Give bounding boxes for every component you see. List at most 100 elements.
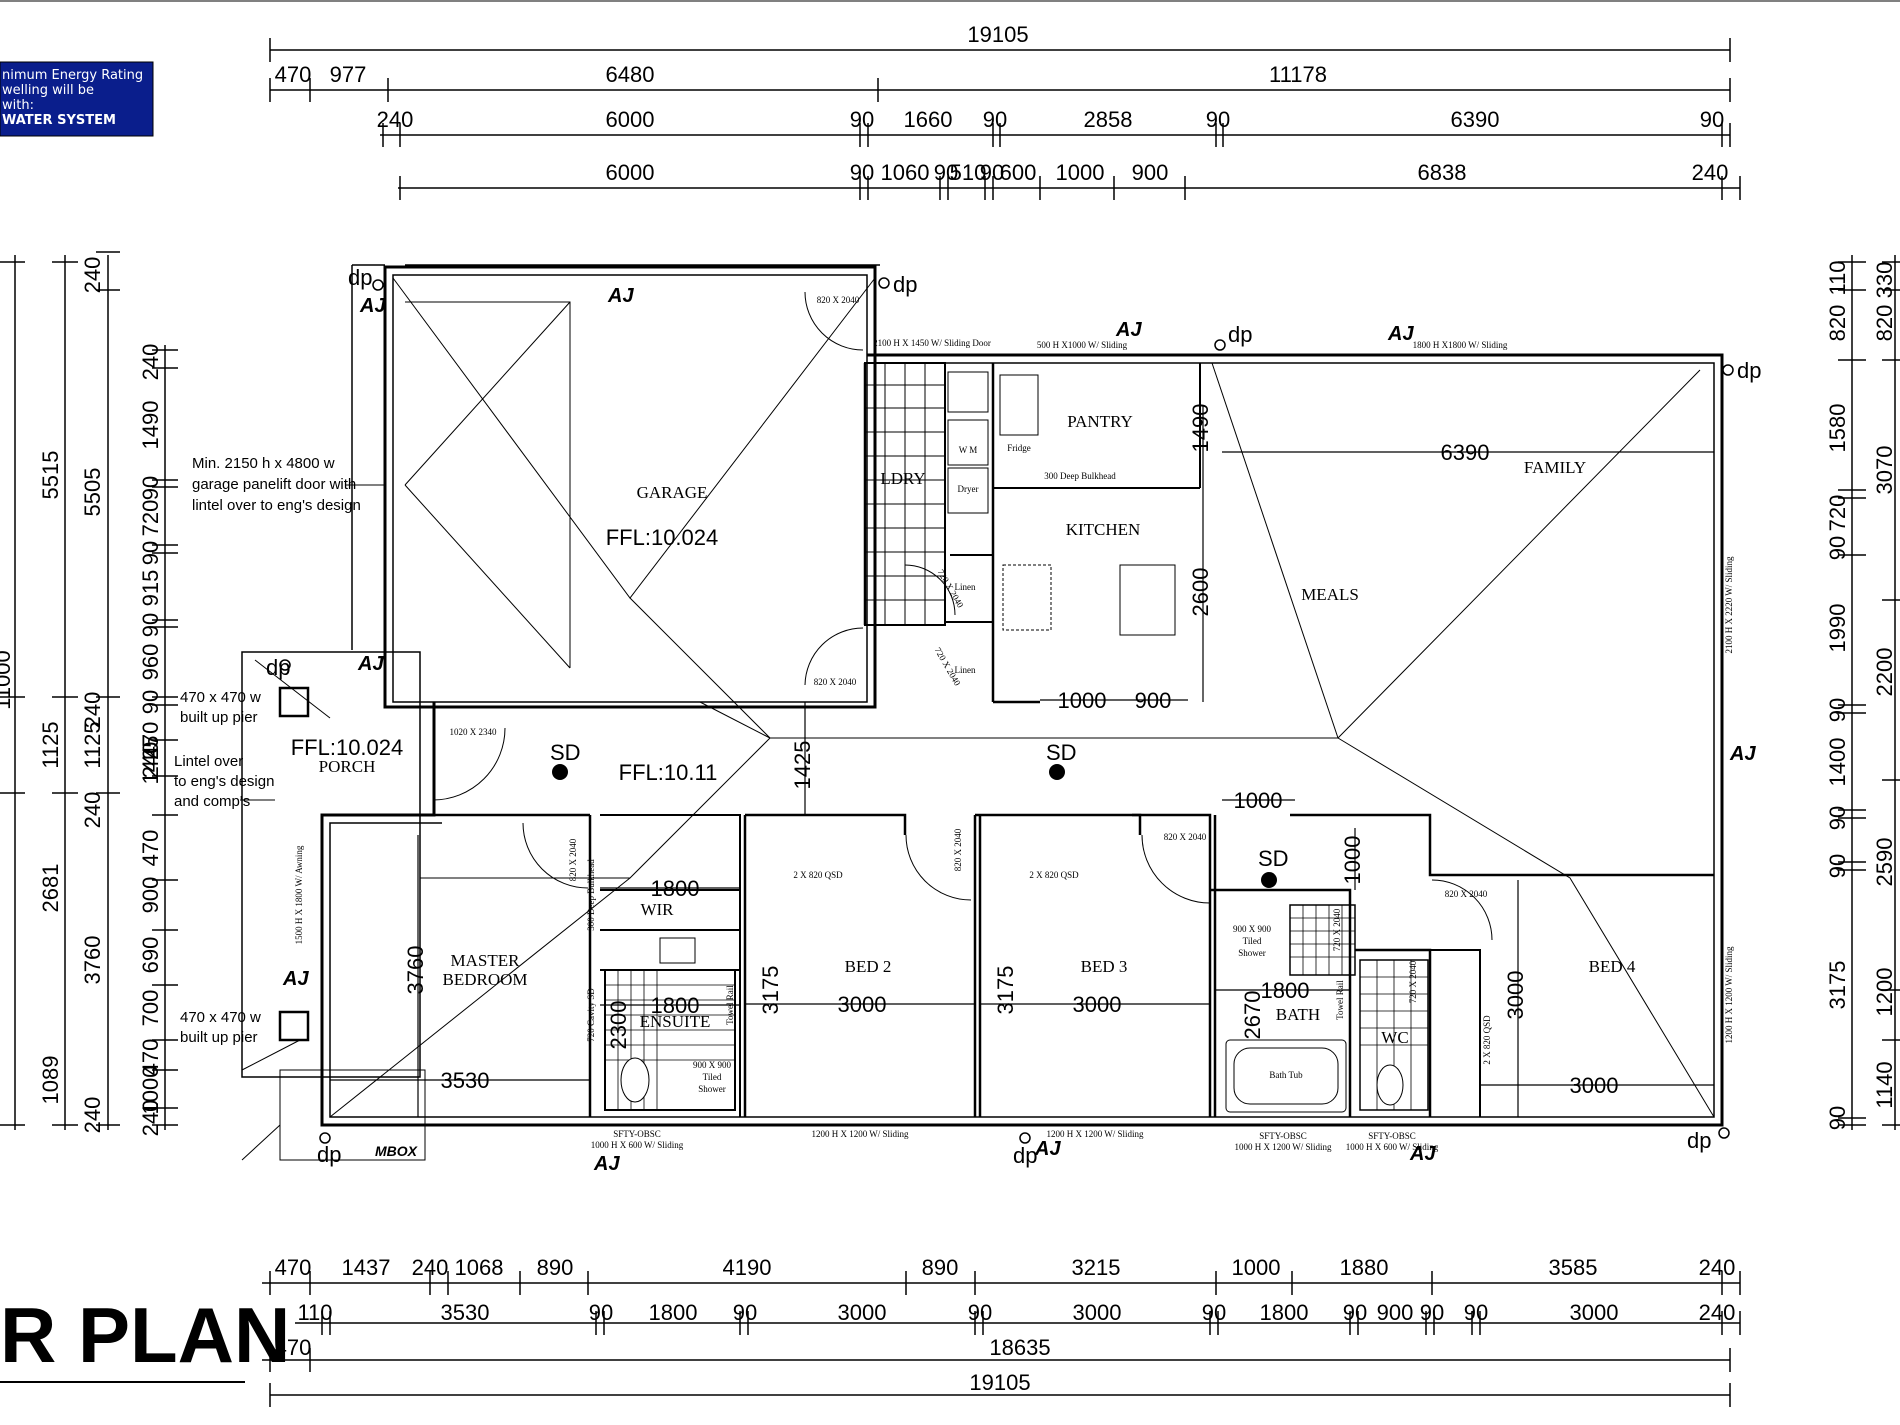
left-dim: 960 [138,644,163,681]
room-master: MASTER [451,951,521,970]
left-dim: 720 [138,500,163,537]
bottom-dim: 18635 [989,1335,1050,1360]
right-dim: 90 [1825,536,1850,560]
aj-marker: AJ [357,653,384,675]
left-dim: 240 [80,692,105,729]
room-bed-4: BED 4 [1589,957,1636,976]
window-label: 2100 H X 2220 W/ Sliding [1724,556,1734,654]
top-dim: 1660 [904,107,953,132]
opening-labels: 2100 H X 1450 W/ Sliding Door 500 H X100… [294,295,1734,1152]
laundry-tiles [864,362,946,626]
dp-marker: dp [317,1142,341,1167]
dp-marker: dp [1228,322,1252,347]
door-label: 820 X 2040 [1164,832,1207,842]
smoke-detector-icon [1049,764,1065,780]
downpipe-icon [1019,1132,1031,1144]
right-dim: 3070 [1872,446,1897,495]
bottom-dim: 240 [1699,1300,1736,1325]
left-dim: 1125 [80,721,105,768]
fridge-label: Fridge [1007,443,1031,453]
bottom-dim: 4190 [723,1255,772,1280]
bottom-dim: 1800 [1260,1300,1309,1325]
bottom-dim: 90 [733,1300,757,1325]
dp-marker: dp [348,265,372,290]
room-wc: WC [1381,1028,1408,1047]
porch-ffl: FFL:10.024 [291,735,404,760]
bottom-dim: 1880 [1340,1255,1389,1280]
left-dim: 240 [80,257,105,294]
master-height: 3760 [403,946,428,995]
aj-marker: AJ [607,285,634,307]
door-label: 820 X 2040 [568,838,578,881]
right-dim: 90 [1825,1106,1850,1130]
bottom-dim: 90 [1202,1300,1226,1325]
bottom-dim: 470 [275,1335,312,1360]
top-dim: 90 [934,160,958,185]
construction-notes: Min. 2150 h x 4800 w garage panelift doo… [174,455,385,1046]
right-dim: 90 [1825,854,1850,878]
bottom-dim: 3215 [1072,1255,1121,1280]
right-dim: 3175 [1825,961,1850,1010]
dp-marker: dp [893,272,917,297]
roof-hip-lines [241,277,1715,1161]
sd-marker: SD [1046,740,1077,765]
bottom-dim: 90 [1343,1300,1367,1325]
top-dim: 1060 [881,160,930,185]
badge-line-3: with: [2,98,34,113]
left-dim: 3760 [80,936,105,985]
pier-note: built up pier [180,1029,258,1046]
lintel-note: Lintel over [174,753,243,770]
ensuite-height: 2300 [606,1001,631,1050]
bath-width: 1800 [1261,978,1310,1003]
bed4-width: 3000 [1570,1073,1619,1098]
right-dim: 90 [1825,698,1850,722]
towel-rail-label: Towel Rail [725,985,735,1025]
left-dim: 700 [138,990,163,1027]
bottom-dim: 90 [968,1300,992,1325]
wir-width: 1800 [651,876,700,901]
left-dim: 2681 [38,864,63,913]
kitchen-width-2: 900 [1135,688,1172,713]
window-label: 500 H X1000 W/ Sliding [1037,340,1128,350]
bottom-dim: 470 [275,1255,312,1280]
left-dim: 900 [138,877,163,914]
bottom-dim: 1800 [649,1300,698,1325]
badge-line-4: WATER SYSTEM [2,113,116,128]
left-dim: 1425 [138,736,163,785]
bath-height: 2670 [1240,991,1265,1040]
shower-label: Shower [698,1084,726,1094]
kitchen-width-1: 1000 [1058,688,1107,713]
top-dim: 1000 [1056,160,1105,185]
room-pantry: PANTRY [1067,412,1133,431]
family-width: 6390 [1441,440,1490,465]
door-label: 300 Deep Bulkhead [586,859,596,931]
left-dim: 90 [138,541,163,565]
page-title: R PLAN [0,1291,290,1379]
smoke-detectors [552,764,1277,888]
top-dim: 977 [330,62,367,87]
shower-label: 900 X 900 [1233,924,1271,934]
downpipe-icon [1718,1127,1730,1139]
right-dim: 1200 [1872,968,1897,1017]
top-dim: 90 [850,160,874,185]
downpipe-icon [319,1132,331,1144]
bottom-dim: 110 [297,1300,332,1325]
left-dim: 240 [138,742,163,779]
room-garage: GARAGE [637,483,708,502]
bed2-height: 3175 [758,966,783,1015]
shower-label: Shower [1238,948,1266,958]
dp-marker: dp [1687,1128,1711,1153]
downpipes [279,277,1734,1144]
room-kitchen: KITCHEN [1066,520,1141,539]
room-meals: MEALS [1301,585,1359,604]
room-dimensions: 6390 1490 2600 1000 900 1425 1000 3760 3… [330,404,1714,1117]
downpipe-icon [372,279,384,291]
left-dim: 1125 [38,721,63,768]
bottom-dim: 3000 [838,1300,887,1325]
window-label: 1200 H X 1200 W/ Sliding [1046,1129,1144,1139]
door-swings [432,291,1493,941]
right-dim: 2590 [1872,838,1897,887]
shower-label: Tiled [1243,936,1262,946]
energy-rating-badge: nimum Energy Rating welling will be with… [0,61,154,137]
left-dim: 240 [80,792,105,829]
